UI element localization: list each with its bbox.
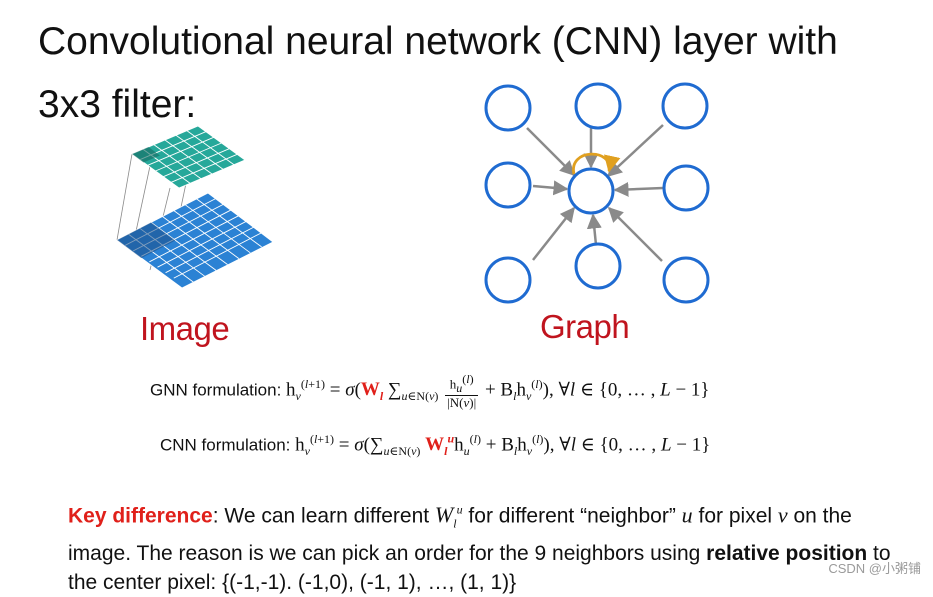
gnn-formula-lead: GNN formulation: (150, 380, 287, 400)
gnn-formula: GNN formulation: hv(l+1) = σ(Wl ∑u∈N(v) … (150, 372, 710, 410)
graph-node (484, 161, 532, 209)
key-difference-label: Key difference (68, 504, 213, 528)
filter-grid (131, 125, 246, 189)
edge (613, 181, 664, 197)
graph-node (661, 82, 709, 130)
graph-node (662, 256, 710, 304)
graph-node (574, 82, 622, 130)
watermark: CSDN @小粥铺 (828, 561, 921, 576)
graph-node (574, 242, 622, 290)
image-grid (116, 192, 274, 289)
graph-illustration (484, 82, 710, 304)
edge (606, 124, 664, 178)
cnn-formula: CNN formulation: hv(l+1) = σ(∑u∈N(v) Wlu… (160, 432, 711, 459)
edge (532, 180, 569, 196)
graph-node-center (567, 167, 615, 215)
edge (586, 213, 602, 246)
image-label: Image (140, 310, 230, 347)
self-loop-edge (572, 152, 621, 175)
edge (526, 127, 576, 177)
cnn-formula-lead: CNN formulation: (160, 435, 296, 455)
edge (532, 206, 575, 261)
graph-node (662, 164, 710, 212)
graph-node (484, 84, 532, 132)
graph-node (484, 256, 532, 304)
page-title: Convolutional neural network (CNN) layer… (38, 20, 838, 126)
graph-label: Graph (540, 308, 630, 345)
edge (607, 206, 663, 262)
cnn-image-illustration (116, 125, 274, 289)
key-difference-paragraph: Key difference: We can learn different W… (68, 502, 891, 594)
